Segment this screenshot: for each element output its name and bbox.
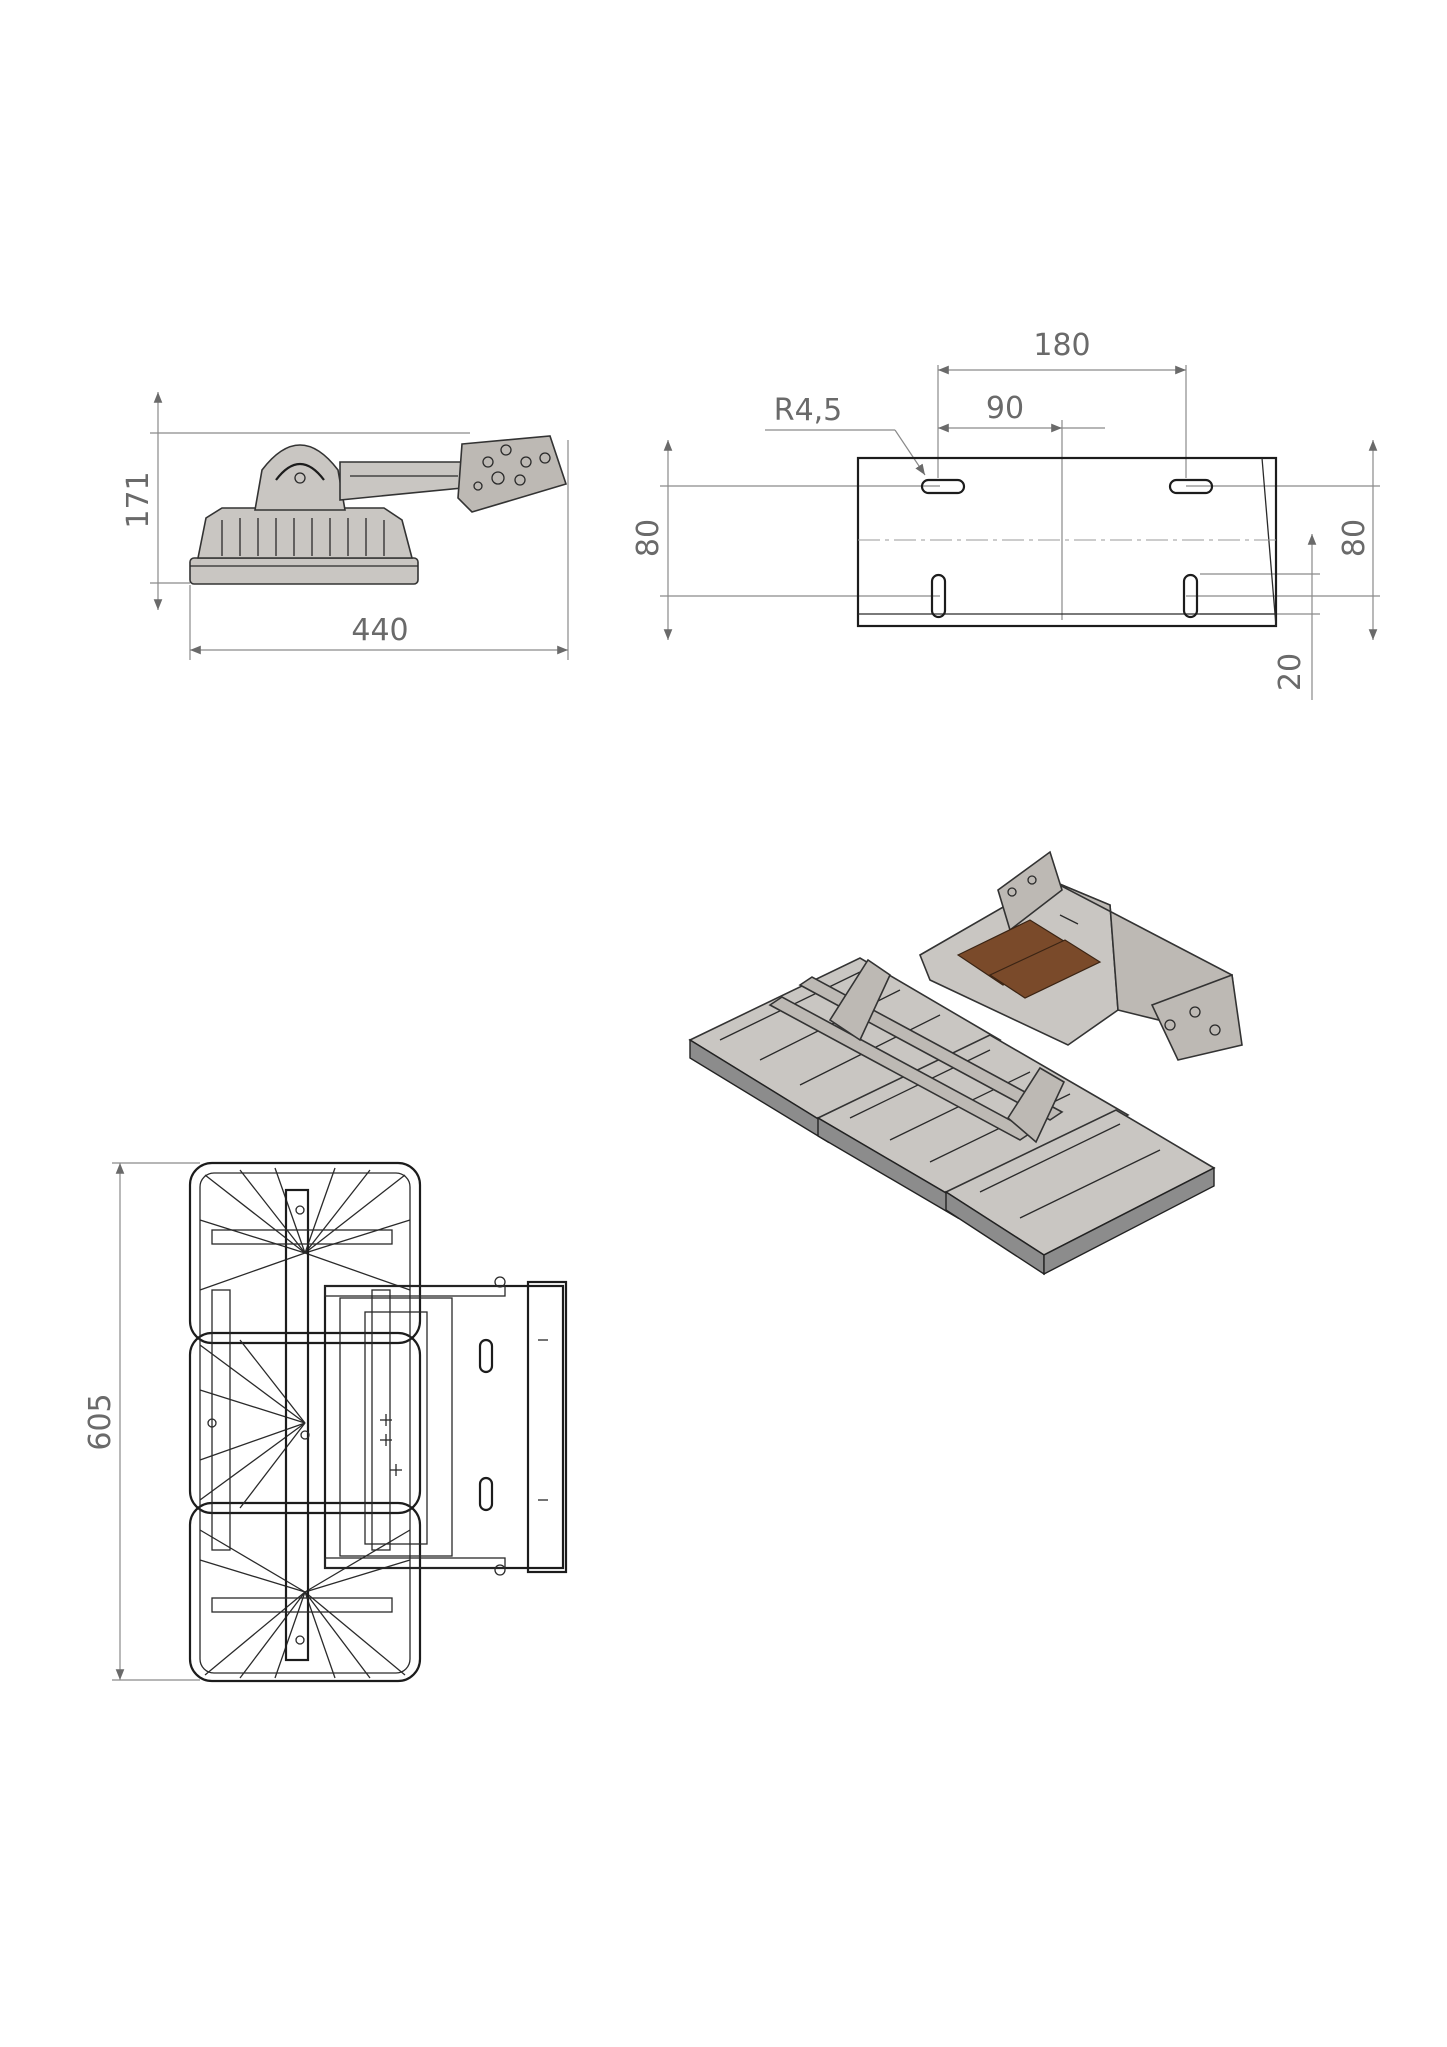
top-length-dim: 605 (83, 1393, 118, 1450)
slot-spacing-dim: 180 (1033, 328, 1090, 363)
top-view: 605 (83, 1161, 568, 1683)
bracket-left-height-dim: 80 (631, 519, 666, 557)
side-width-dim: 440 (351, 613, 408, 648)
side-height-dim: 171 (121, 471, 156, 528)
bracket-right-height-dim: 80 (1337, 519, 1372, 557)
bracket-view: 180 90 R4,5 80 80 20 (631, 328, 1380, 700)
slot-radius-dim: R4,5 (774, 393, 843, 428)
bracket-bottom-offset-dim: 20 (1273, 653, 1308, 691)
side-view: 171 440 (121, 392, 569, 660)
isometric-view (688, 850, 1243, 1276)
slot-offset-dim: 90 (986, 391, 1024, 426)
